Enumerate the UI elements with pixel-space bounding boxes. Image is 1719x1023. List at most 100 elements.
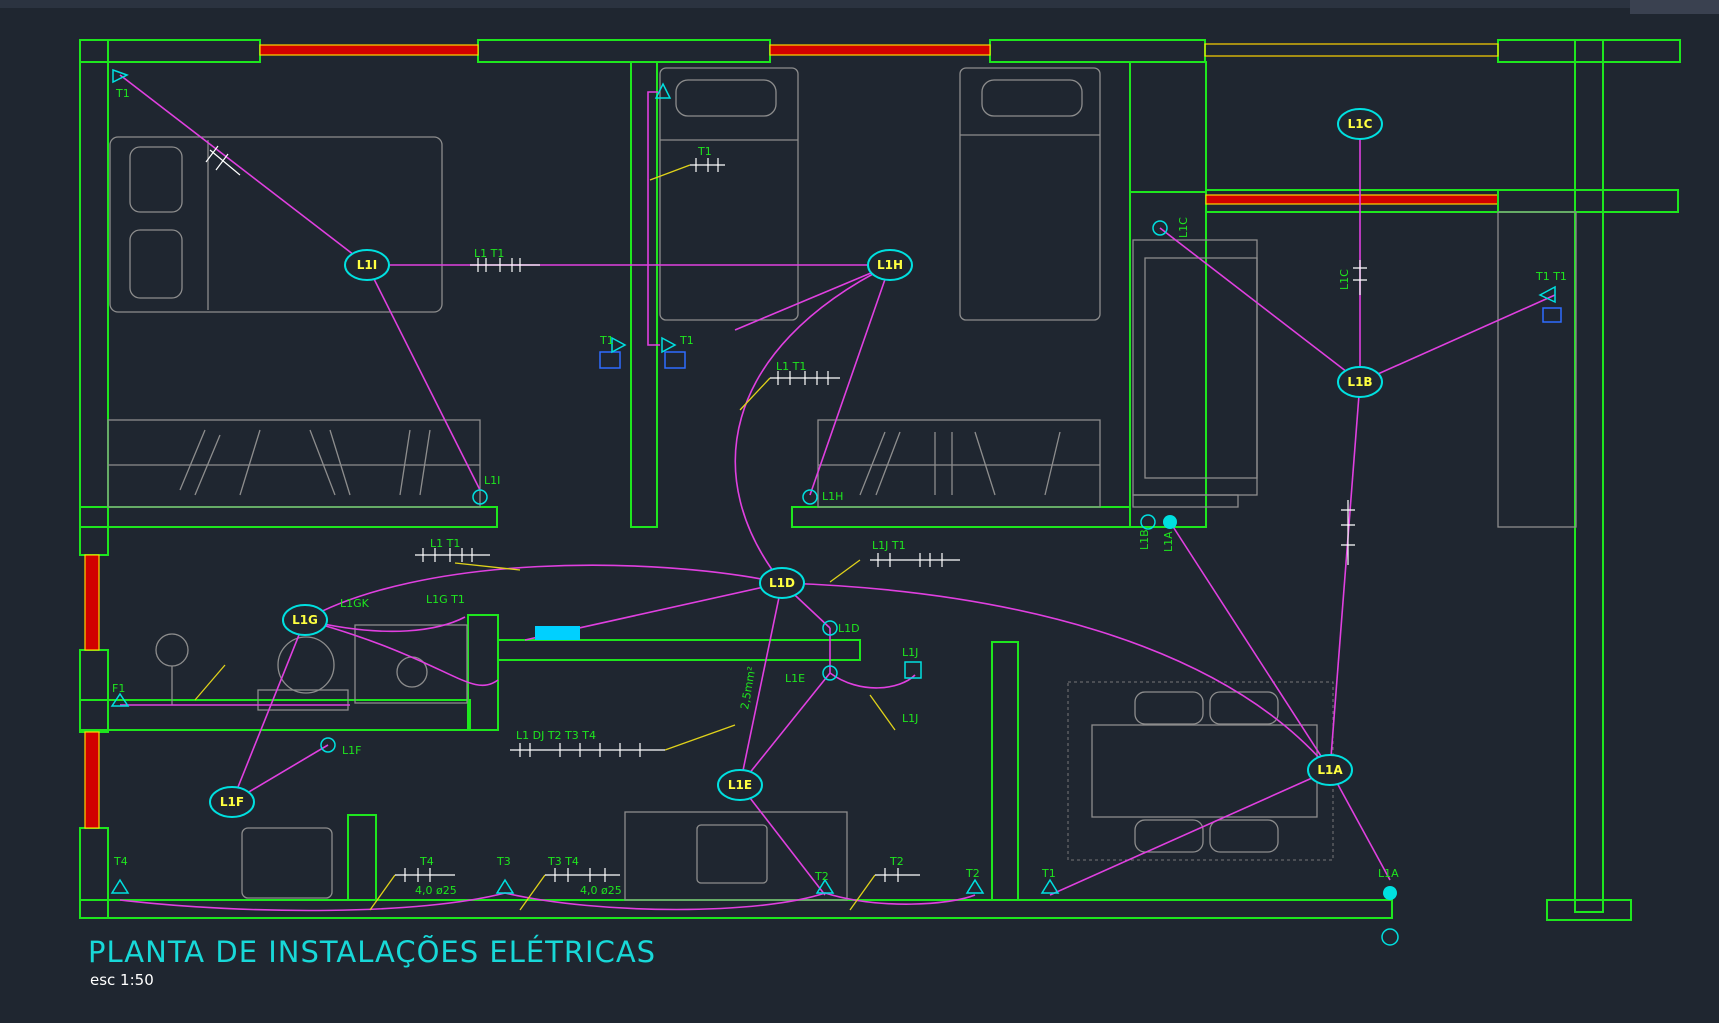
walls — [79, 39, 1681, 921]
wire — [739, 672, 831, 786]
leader — [739, 377, 771, 411]
wall-segment — [989, 39, 1206, 63]
tag: L1D — [838, 622, 860, 635]
tag: T1 — [1041, 867, 1056, 880]
double-bed — [109, 136, 443, 313]
wall-segment — [991, 641, 1019, 901]
wire — [1159, 227, 1361, 383]
tag: L1F — [342, 744, 361, 757]
node-l1a: L1A — [1307, 754, 1353, 786]
outlet-symbol — [110, 878, 130, 894]
wire — [809, 264, 891, 496]
wardrobe — [817, 419, 1101, 508]
switch-symbol — [1152, 220, 1168, 236]
wire — [734, 264, 891, 331]
drawing-scale: esc 1:50 — [90, 971, 154, 989]
switch-symbol — [320, 737, 336, 753]
tag: 2,5mm² — [738, 666, 758, 711]
outlet-symbol — [654, 82, 672, 99]
svg-text:L1A: L1A — [1317, 763, 1343, 777]
tag: T1 — [115, 87, 130, 100]
wire — [1169, 521, 1331, 771]
dining-table — [1091, 724, 1318, 818]
lighting-nodes: L1I L1H L1C L1B L1D L1G L1E L1F L1A — [209, 108, 1383, 818]
tick-group — [770, 371, 840, 385]
tag: F1 — [112, 682, 125, 695]
wall-segment — [1497, 189, 1679, 213]
wire — [1329, 381, 1361, 771]
wall-segment — [1574, 39, 1604, 913]
wall-segment — [1129, 61, 1207, 193]
leader — [454, 562, 521, 571]
tag: L1C — [1177, 217, 1190, 238]
devices — [110, 68, 1562, 946]
tick-group — [510, 743, 665, 757]
leader — [519, 874, 546, 911]
tag: T4 — [113, 855, 128, 868]
tag: L1GK — [340, 597, 370, 610]
tag: T1 T1 — [1535, 270, 1567, 283]
wall-segment — [347, 814, 377, 901]
wire — [231, 619, 306, 803]
wall-segment — [79, 899, 1393, 919]
wire — [304, 616, 466, 633]
wire — [1359, 294, 1556, 383]
wire — [304, 619, 499, 687]
switch-symbol — [822, 620, 838, 636]
circuit-tags: T1 L1 T1 L1 T1 L1 T1 T1 L1I L1H L1D L1E … — [112, 87, 1567, 897]
node-l1g: L1G — [282, 604, 328, 636]
hangers — [179, 429, 431, 496]
wire — [739, 582, 783, 786]
tag: L1G T1 — [426, 593, 465, 606]
window — [259, 44, 479, 56]
wire — [1329, 769, 1391, 881]
leader — [649, 164, 691, 181]
svg-text:L1F: L1F — [220, 795, 244, 809]
tag: T4 — [419, 855, 434, 868]
tag: L1 T1 — [776, 360, 806, 373]
node-l1e: L1E — [717, 769, 763, 801]
node-l1b: L1B — [1337, 366, 1383, 398]
viewport-corner — [1630, 0, 1719, 14]
tag: T1 — [599, 334, 614, 347]
outlet-symbol — [1383, 886, 1397, 900]
outlet-symbol — [1040, 878, 1060, 894]
tag: L1E — [785, 672, 805, 685]
chair — [1209, 691, 1279, 725]
tick-group — [470, 258, 540, 272]
pillow — [129, 146, 183, 213]
tick-group — [870, 553, 960, 567]
tag: T1 — [697, 145, 712, 158]
wall-segment — [497, 639, 861, 661]
svg-text:L1D: L1D — [769, 576, 795, 590]
kitchen-counter — [624, 811, 848, 901]
tv-outlet-symbol — [664, 351, 686, 369]
tick-group — [690, 158, 725, 172]
circuit-ticks — [205, 145, 1367, 882]
tag: L1H — [822, 490, 843, 503]
tag: T2 — [814, 870, 829, 883]
outlet-symbol — [110, 692, 130, 707]
switch-symbol — [822, 665, 838, 681]
wire — [781, 582, 1331, 771]
single-bed — [659, 67, 799, 321]
hangers — [859, 431, 1061, 496]
wall-segment — [630, 61, 658, 528]
outlet-symbol — [815, 878, 835, 894]
node-l1f: L1F — [209, 786, 255, 818]
tag: L1J — [902, 712, 918, 725]
tick-group — [395, 868, 455, 882]
leader — [849, 874, 876, 911]
tag: 4,0 ø25 — [415, 884, 457, 897]
window — [84, 731, 100, 829]
tv-outlet-symbol — [1542, 307, 1562, 323]
pillow — [675, 79, 777, 117]
wall-segment — [79, 39, 109, 556]
wire — [119, 892, 976, 912]
wall-segment — [477, 39, 771, 63]
tag: T2 — [889, 855, 904, 868]
tick-group — [1353, 260, 1367, 295]
switch-symbol — [904, 661, 922, 679]
wall-segment — [1497, 39, 1681, 63]
leader — [664, 724, 736, 751]
